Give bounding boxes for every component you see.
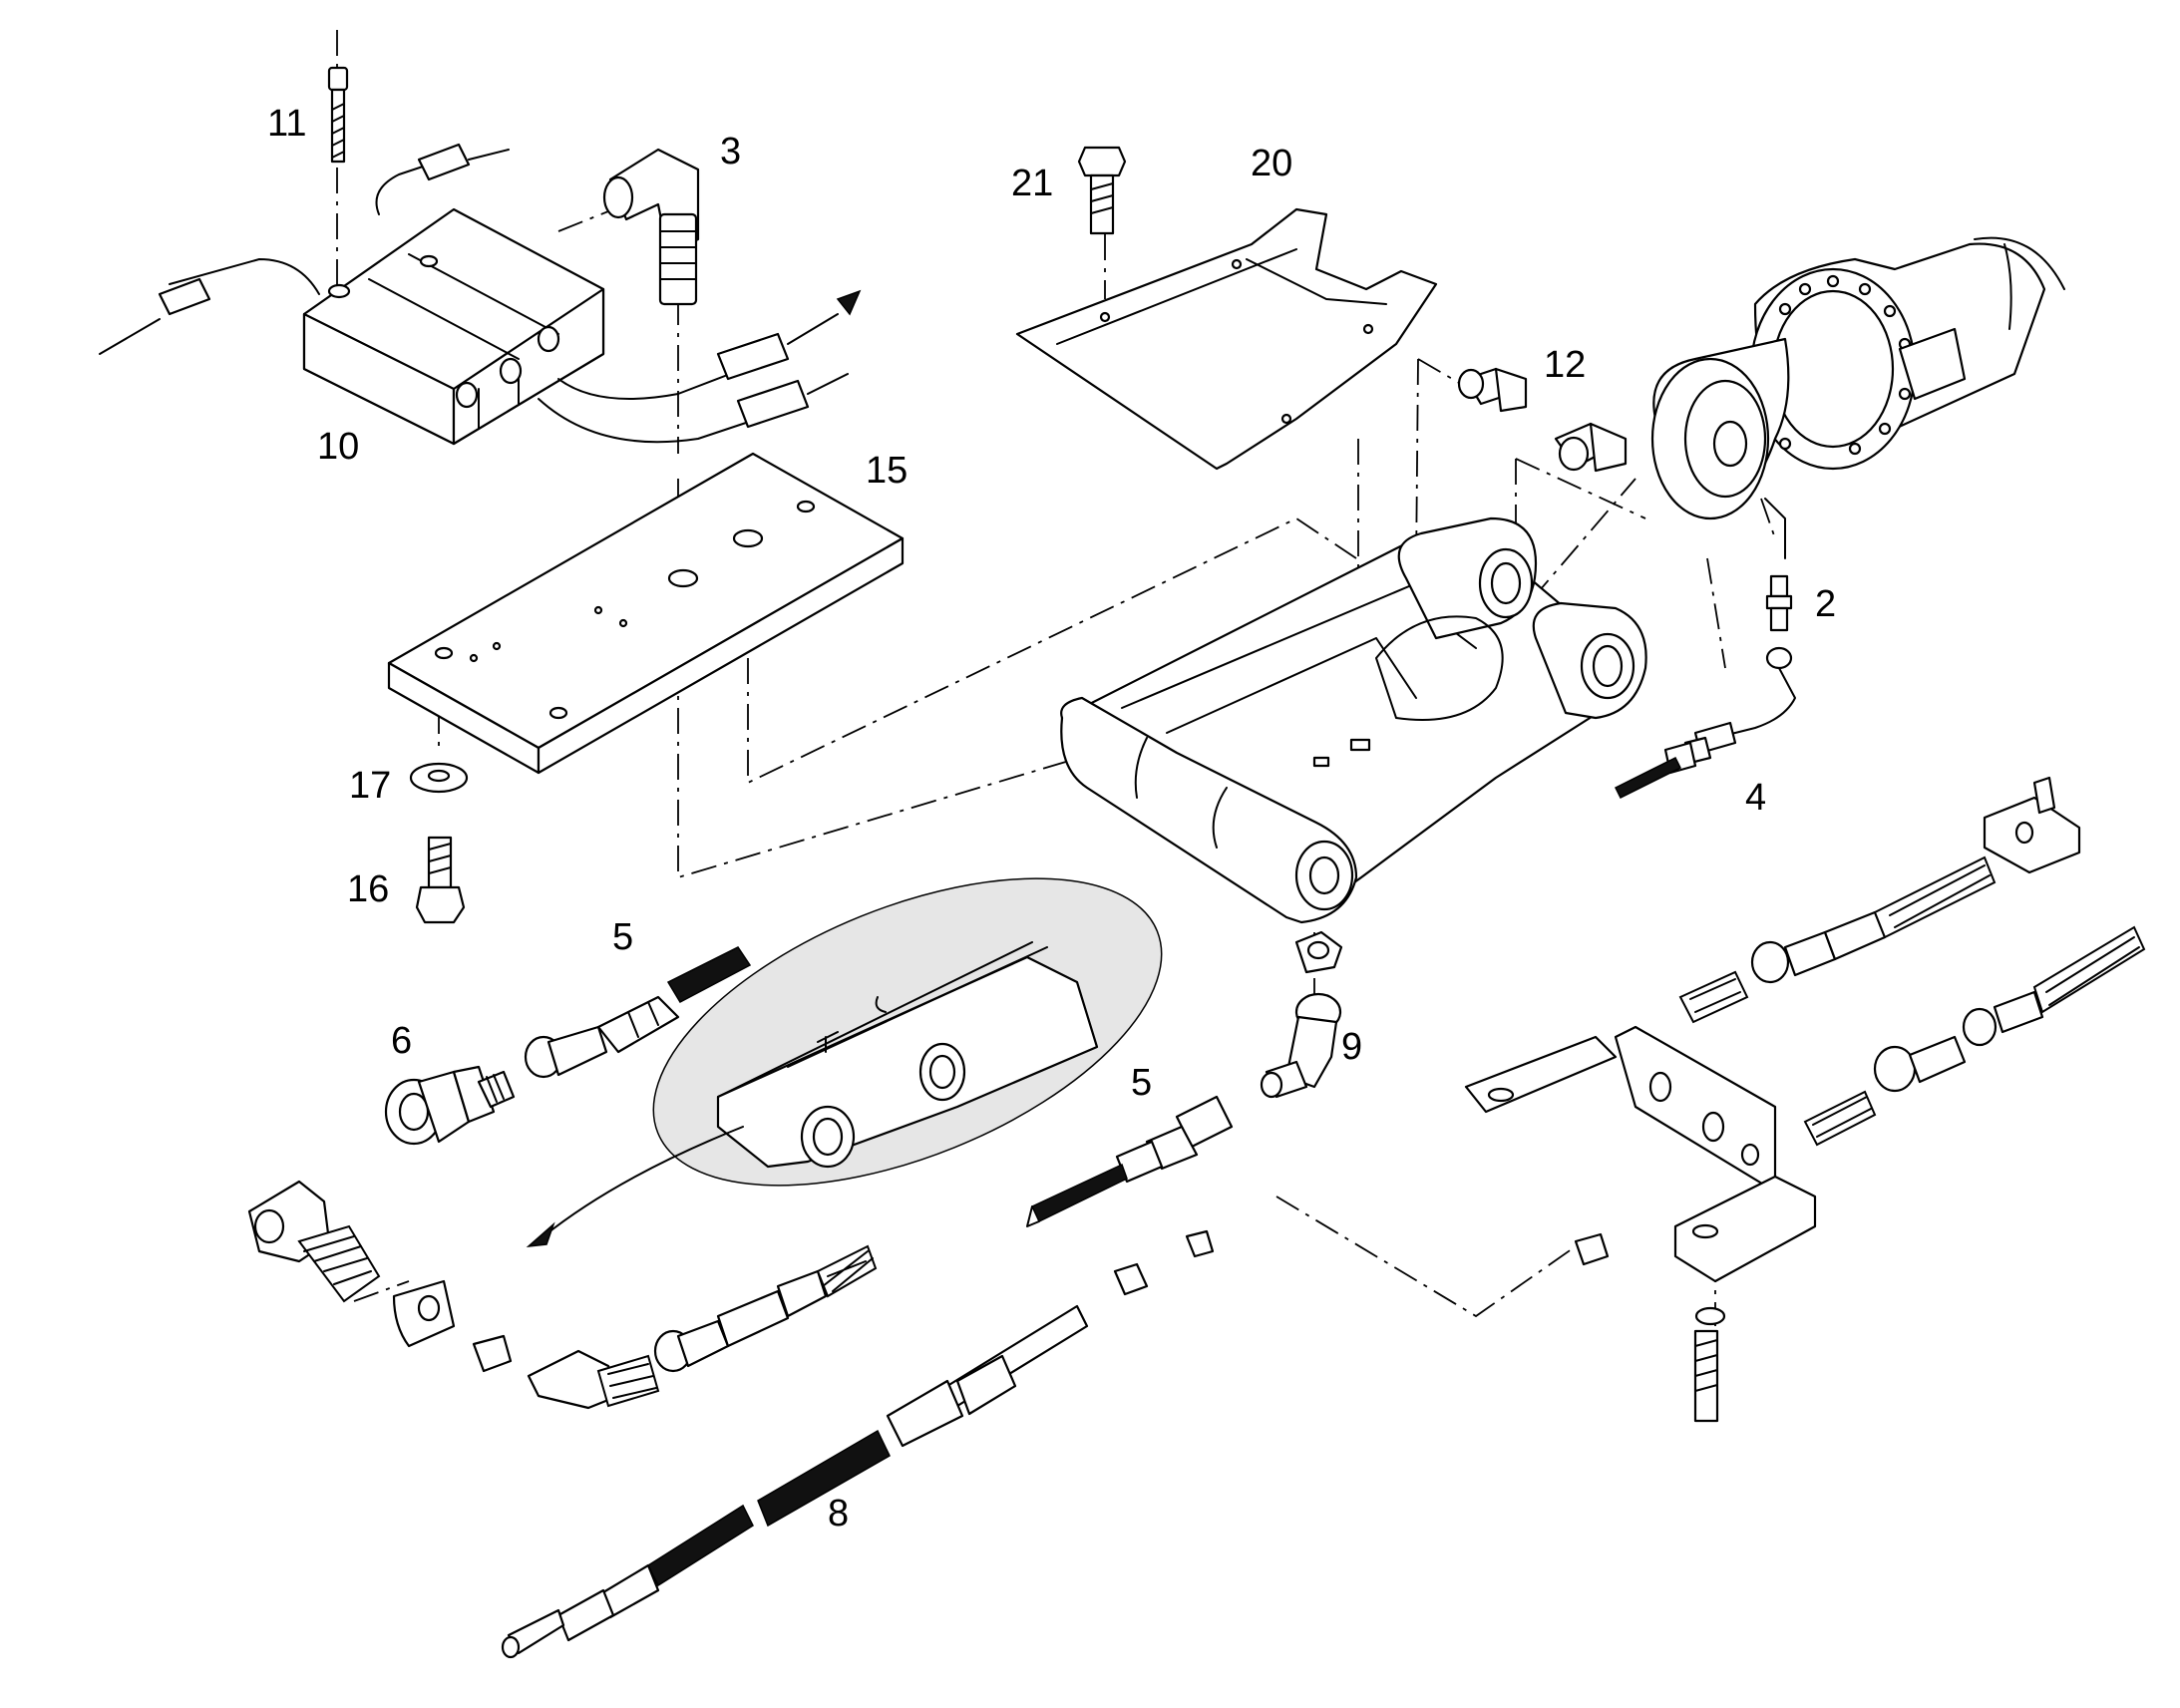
callout-17: 17 [349, 765, 391, 807]
elbow-fitting-3 [602, 148, 700, 306]
callout-20: 20 [1251, 143, 1292, 184]
callouts: 11 3 21 20 10 15 12 2 17 4 16 5 6 9 5 8 [267, 103, 1836, 1535]
rocker-arm [1060, 516, 1647, 924]
bolt-11 [327, 66, 349, 164]
callout-2: 2 [1815, 583, 1836, 625]
bent-line-4 [1614, 646, 1796, 800]
callout-9: 9 [1341, 1026, 1362, 1068]
callout-3: 3 [720, 131, 741, 172]
braided-hose-left [653, 1244, 878, 1373]
callout-15: 15 [866, 450, 908, 492]
bolt-21 [1077, 146, 1127, 235]
hydraulic-cylinder [1650, 236, 2065, 559]
cover-plate-20 [1015, 207, 1438, 471]
callout-10: 10 [317, 426, 359, 468]
detail-bubble [526, 877, 1163, 1248]
callout-12: 12 [1544, 344, 1586, 386]
callout-4: 4 [1745, 777, 1766, 819]
callout-6: 6 [391, 1020, 412, 1062]
callout-5-upper: 5 [612, 916, 633, 958]
left-lower-assembly [247, 1180, 660, 1410]
callout-5-lower: 5 [1131, 1062, 1152, 1104]
distributor-block-10 [99, 143, 862, 446]
fitting-12 [1457, 367, 1628, 473]
hose-end-5-left [524, 946, 752, 1079]
small-fittings [1113, 1229, 1726, 1326]
bulkhead-fitting-6 [384, 1065, 516, 1146]
long-hose-8 [501, 1304, 1089, 1659]
callout-11: 11 [267, 103, 306, 145]
callout-16: 16 [347, 868, 389, 910]
elbow-9 [1260, 930, 1343, 1099]
mounting-plate-15 [387, 452, 905, 775]
bolt-16 [415, 836, 466, 924]
nipple-2 [1765, 574, 1793, 632]
callout-21: 21 [1011, 163, 1053, 204]
right-bracket-assembly [1464, 776, 2146, 1423]
callout-8: 8 [828, 1493, 849, 1535]
washer-17 [409, 762, 469, 794]
hose-end-5-right [1026, 1095, 1234, 1227]
